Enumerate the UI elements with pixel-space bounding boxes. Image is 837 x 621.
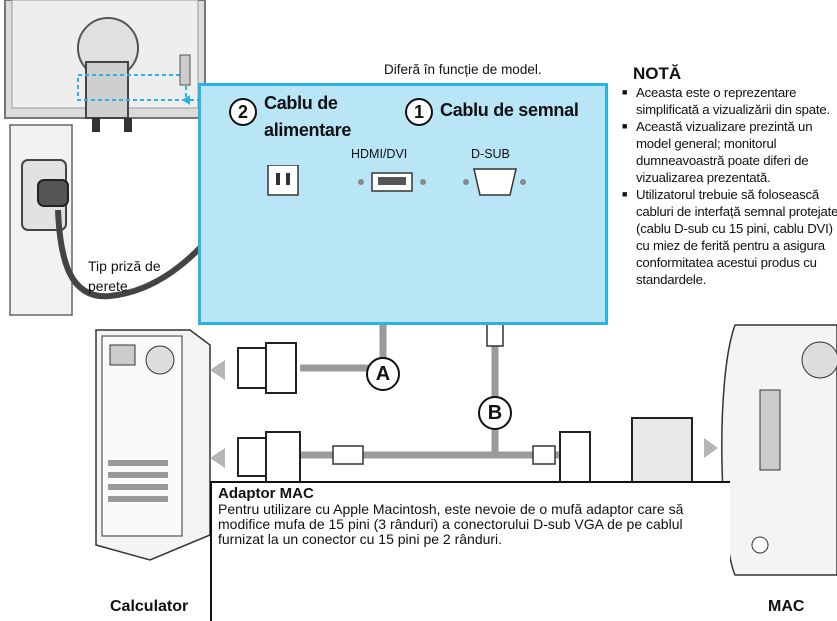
variant-note: Diferă în funcție de model. (384, 62, 542, 77)
power-socket-icon (267, 165, 299, 196)
computer-label: Calculator (110, 598, 189, 615)
cable-b-badge: B (478, 396, 512, 430)
dsub-port-icon (473, 168, 517, 196)
power-number: 2 (229, 98, 257, 126)
connector-panel (198, 83, 608, 325)
wall-socket-line2: perete (88, 278, 128, 294)
mac-label: MAC (768, 598, 805, 615)
note-title: NOTĂ (633, 64, 682, 83)
power-label-line2: alimentare (264, 120, 352, 140)
signal-label: Cablu de semnal (440, 100, 579, 120)
arrow-right-icon (704, 438, 718, 458)
mac-computer (721, 324, 837, 576)
note-item: Această vizualizare prezintă un model ge… (622, 118, 837, 186)
wall-socket-label: Tip priză de perete (88, 256, 161, 296)
computer-tower (95, 329, 211, 561)
note-item: Aceasta este o reprezentare simplificată… (622, 84, 837, 118)
mac-adapter-title: Adaptor MAC (218, 485, 314, 502)
note-list: Aceasta este o reprezentare simplificată… (622, 84, 837, 288)
note-item: Utilizatorul trebuie să folosească cablu… (622, 186, 837, 288)
cables (300, 318, 560, 459)
mac-adapter (559, 417, 693, 540)
dvi-plug-pc (237, 342, 297, 394)
monitor-rear-view (4, 0, 230, 132)
rear-ports (267, 165, 526, 196)
cable-a-badge: A (366, 357, 400, 391)
hdmi-dvi-label: HDMI/DVI (351, 147, 408, 161)
ferrite-core (332, 321, 556, 465)
signal-number: 1 (405, 98, 433, 126)
dsub-label: D-SUB (471, 147, 510, 161)
dsub-plug-pc (237, 431, 301, 483)
arrow-left-icon (210, 360, 225, 380)
mac-adapter-text: Pentru utilizare cu Apple Macintosh, est… (218, 501, 684, 547)
wall-socket-line1: Tip priză de (88, 258, 161, 274)
arrow-left-icon (210, 448, 225, 468)
power-label-line1: Cablu de (264, 93, 338, 113)
mac-adapter-box: Adaptor MAC Pentru utilizare cu Apple Ma… (210, 481, 730, 621)
